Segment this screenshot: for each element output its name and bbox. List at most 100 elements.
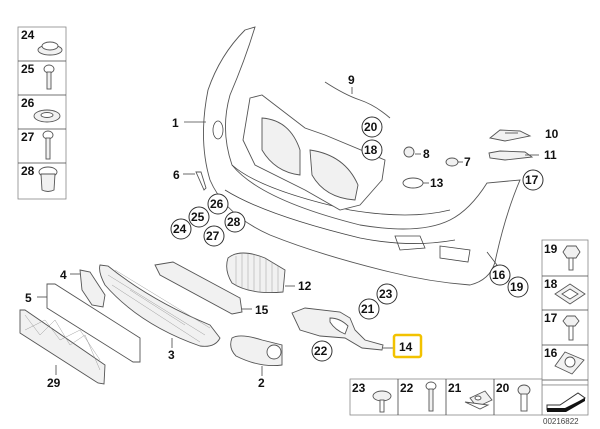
callout-8[interactable]: 8 [423, 147, 430, 161]
ref-23[interactable]: 23 [376, 283, 398, 305]
part-8-clip[interactable] [403, 146, 415, 158]
bolt-icon [42, 130, 54, 160]
ref-19[interactable]: 19 [507, 276, 529, 298]
screw-icon [425, 381, 437, 412]
svg-text:17: 17 [544, 311, 558, 325]
part-5-license-base[interactable] [46, 283, 141, 363]
callout-7[interactable]: 7 [464, 155, 471, 169]
grille-carrier[interactable] [242, 94, 386, 211]
callout-11[interactable]: 11 [544, 148, 557, 162]
panel-item-26[interactable]: 26 [21, 96, 61, 123]
panel-item-25[interactable]: 25 [21, 62, 55, 90]
callout-13[interactable]: 13 [430, 176, 444, 190]
svg-text:20: 20 [496, 381, 510, 395]
clip-nut-icon [464, 390, 493, 410]
panel-item-27[interactable]: 27 [21, 130, 54, 160]
svg-text:25: 25 [191, 210, 205, 224]
part-3-lower-grille[interactable] [99, 264, 221, 347]
svg-text:16: 16 [492, 268, 506, 282]
ref-27[interactable]: 27 [203, 225, 225, 247]
part-9-strip[interactable] [324, 81, 391, 119]
svg-text:25: 25 [21, 62, 35, 76]
panel-item-16[interactable]: 16 [544, 346, 585, 375]
panel-item-20[interactable]: 20 [496, 381, 531, 412]
svg-text:23: 23 [352, 381, 366, 395]
clip-nut-icon [554, 283, 586, 305]
bottom-fastener-panel: 23 22 21 20 [349, 378, 543, 416]
right-fastener-panel: 19 18 17 16 [541, 239, 589, 426]
panel-item-22[interactable]: 22 [400, 381, 437, 412]
callout-29[interactable]: 29 [47, 376, 61, 390]
panel-item-19[interactable]: 19 [544, 242, 581, 271]
panel-item-18[interactable]: 18 [544, 277, 586, 305]
ref-17[interactable]: 17 [522, 169, 544, 191]
svg-text:17: 17 [525, 173, 539, 187]
svg-text:26: 26 [210, 197, 224, 211]
grommet-icon [38, 166, 58, 192]
svg-text:28: 28 [227, 215, 241, 229]
screw-icon [43, 64, 55, 90]
ref-16[interactable]: 16 [489, 264, 511, 286]
svg-text:21: 21 [448, 381, 462, 395]
washer-icon [33, 109, 61, 123]
callout-3[interactable]: 3 [168, 348, 175, 362]
callout-1[interactable]: 1 [172, 116, 179, 130]
ref-21[interactable]: 21 [358, 298, 380, 320]
svg-text:20: 20 [364, 120, 378, 134]
callout-9[interactable]: 9 [348, 73, 355, 87]
ref-26[interactable]: 26 [207, 193, 229, 215]
svg-text:18: 18 [364, 143, 378, 157]
callout-10[interactable]: 10 [545, 127, 559, 141]
svg-text:16: 16 [544, 346, 558, 360]
part-11-bracket[interactable] [488, 150, 534, 161]
part-15-bracket[interactable] [154, 261, 243, 315]
callout-12[interactable]: 12 [298, 279, 312, 293]
panel-item-23[interactable]: 23 [352, 381, 392, 413]
arrow-shadow-icon [547, 398, 585, 412]
svg-text:26: 26 [21, 96, 35, 110]
svg-text:24: 24 [173, 222, 187, 236]
svg-text:24: 24 [21, 28, 35, 42]
svg-text:27: 27 [21, 130, 35, 144]
part-4-bracket[interactable] [79, 269, 106, 308]
highlight-box-14 [392, 333, 423, 359]
svg-text:21: 21 [361, 302, 375, 316]
ref-28[interactable]: 28 [224, 211, 246, 233]
svg-text:18: 18 [544, 277, 558, 291]
part-29-carrier[interactable] [19, 309, 106, 385]
ref-18[interactable]: 18 [361, 139, 383, 161]
ref-22[interactable]: 22 [311, 340, 333, 362]
panel-item-17[interactable]: 17 [544, 311, 580, 341]
callout-5[interactable]: 5 [25, 291, 32, 305]
ref-25[interactable]: 25 [188, 206, 210, 228]
svg-text:22: 22 [314, 344, 328, 358]
ref-20[interactable]: 20 [361, 116, 383, 138]
svg-text:19: 19 [510, 280, 524, 294]
callout-4[interactable]: 4 [60, 268, 67, 282]
callout-15[interactable]: 15 [255, 303, 269, 317]
callout-2[interactable]: 2 [258, 376, 265, 390]
part-12-kidney-grille[interactable] [226, 252, 286, 294]
leader-lines [37, 87, 539, 376]
part-13-cover[interactable] [402, 177, 424, 189]
direction-arrow [541, 384, 589, 416]
panel-item-21[interactable]: 21 [448, 381, 493, 410]
circled-references: 20 18 17 16 19 26 25 24 28 27 23 21 22 [170, 116, 544, 362]
svg-text:27: 27 [206, 229, 220, 243]
part-14-bracket[interactable] [291, 307, 384, 351]
part-10-bracket[interactable] [488, 129, 532, 142]
bolt-icon [517, 384, 531, 412]
panel-item-24[interactable]: 24 [21, 28, 63, 56]
ref-24[interactable]: 24 [170, 218, 192, 240]
part-6-bracket[interactable] [195, 171, 207, 191]
hex-screw-icon [372, 390, 392, 413]
part-2-fog-grille[interactable] [230, 335, 283, 367]
callout-6[interactable]: 6 [173, 168, 180, 182]
svg-text:19: 19 [544, 242, 558, 256]
diagram-code: 00216822 [543, 417, 579, 426]
part-7-clip[interactable] [445, 157, 459, 167]
svg-text:28: 28 [21, 164, 35, 178]
callout-14[interactable]: 14 [399, 340, 413, 354]
panel-item-28[interactable]: 28 [21, 164, 58, 192]
